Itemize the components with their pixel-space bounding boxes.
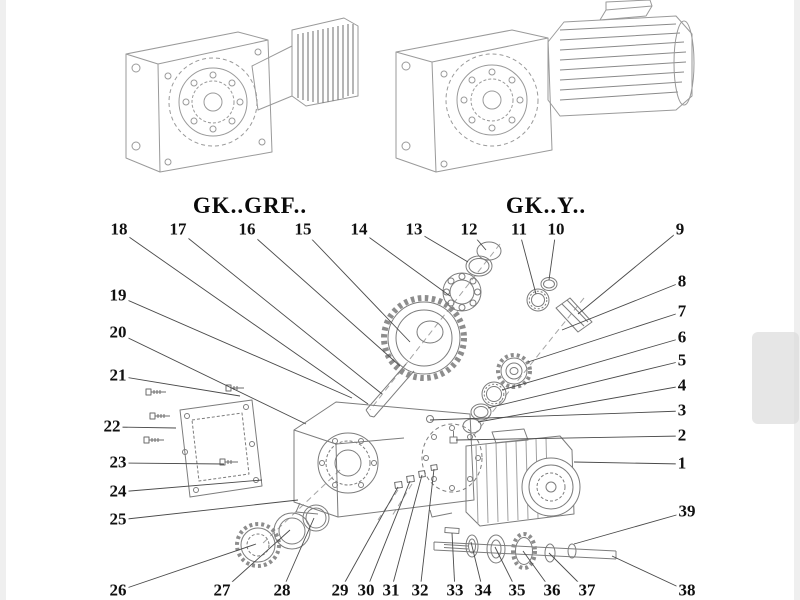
fin-cap <box>291 17 359 107</box>
variant-title-gky: GK..Y.. <box>505 193 587 218</box>
motor-assembled <box>547 0 695 117</box>
page-edge-left <box>0 0 6 600</box>
leader-line-25 <box>117 499 299 521</box>
part-number-20: 20 <box>107 322 129 343</box>
leader-line-27 <box>221 529 291 592</box>
leader-line-21 <box>117 375 241 397</box>
leader-line-30 <box>365 480 411 592</box>
leader-line-16 <box>246 229 401 367</box>
part-number-26: 26 <box>107 580 129 600</box>
leader-line-26 <box>117 543 257 592</box>
leader-line-38 <box>611 555 688 592</box>
part-number-12: 12 <box>458 219 480 240</box>
leader-line-3 <box>429 410 683 421</box>
leader-line-15 <box>302 229 411 343</box>
leader-line-9 <box>577 229 681 315</box>
leader-line-1 <box>573 461 683 465</box>
leader-line-22 <box>111 426 177 429</box>
leader-line-4 <box>477 385 683 423</box>
part-number-21: 21 <box>107 365 129 386</box>
gky-assembled-view <box>395 0 695 173</box>
part-number-35: 35 <box>506 580 528 600</box>
screws <box>143 384 244 466</box>
part-number-27: 27 <box>211 580 233 600</box>
input-gear-stack <box>365 241 502 418</box>
part-number-22: 22 <box>101 416 123 437</box>
leader-line-39 <box>573 511 688 545</box>
shaft-keys <box>394 464 438 489</box>
part-number-33: 33 <box>444 580 466 600</box>
leader-line-19 <box>117 295 353 399</box>
part-number-29: 29 <box>329 580 351 600</box>
leader-line-7 <box>527 311 683 363</box>
part-number-23: 23 <box>107 452 129 473</box>
leader-line-23 <box>117 462 225 465</box>
part-number-13: 13 <box>403 219 425 240</box>
part-number-9: 9 <box>673 219 687 240</box>
part-number-31: 31 <box>380 580 402 600</box>
leader-line-17 <box>177 229 383 395</box>
leader-line-31 <box>390 474 423 592</box>
part-number-30: 30 <box>355 580 377 600</box>
leader-line-6 <box>501 337 683 391</box>
part-number-36: 36 <box>541 580 563 600</box>
part-number-25: 25 <box>107 509 129 530</box>
part-number-4: 4 <box>675 375 689 396</box>
part-number-10: 10 <box>545 219 567 240</box>
part-number-7: 7 <box>675 301 689 322</box>
part-number-34: 34 <box>472 580 494 600</box>
leader-line-24 <box>117 479 263 493</box>
part-number-8: 8 <box>675 271 689 292</box>
leader-line-2 <box>455 435 683 441</box>
part-number-14: 14 <box>348 219 370 240</box>
part-number-28: 28 <box>271 580 293 600</box>
part-number-32: 32 <box>409 580 431 600</box>
part-number-15: 15 <box>292 219 314 240</box>
part-number-19: 19 <box>107 285 129 306</box>
part-number-38: 38 <box>676 580 698 600</box>
part-number-1: 1 <box>675 453 689 474</box>
leader-line-5 <box>487 360 683 409</box>
part-number-39: 39 <box>676 501 698 522</box>
bolt-circle-right <box>460 68 524 132</box>
part-number-5: 5 <box>675 350 689 371</box>
gkgrf-assembled-view <box>125 17 359 173</box>
leader-line-18 <box>118 229 369 405</box>
part-number-24: 24 <box>107 481 129 502</box>
variant-title-gkgrf: GK..GRF.. <box>192 193 308 218</box>
leader-line-8 <box>561 281 683 331</box>
part-number-6: 6 <box>675 327 689 348</box>
part-number-2: 2 <box>675 425 689 446</box>
leader-line-28 <box>281 517 315 592</box>
part-number-17: 17 <box>167 219 189 240</box>
part-number-18: 18 <box>108 219 130 240</box>
leader-line-33 <box>451 532 456 592</box>
seal-rings <box>235 504 330 568</box>
watermark-blob <box>752 332 799 424</box>
part-number-37: 37 <box>576 580 598 600</box>
leader-line-20 <box>117 332 307 425</box>
leader-line-11 <box>518 229 537 295</box>
part-number-3: 3 <box>675 400 689 421</box>
motor <box>465 428 581 527</box>
bolt-circle-left <box>182 71 244 133</box>
part-number-16: 16 <box>236 219 258 240</box>
gear-housing <box>293 401 483 518</box>
page-edge-right <box>794 0 800 600</box>
leader-line-14 <box>358 229 451 297</box>
leader-line-29 <box>339 486 399 592</box>
part-number-11: 11 <box>508 219 530 240</box>
leader-line-32 <box>419 468 435 592</box>
